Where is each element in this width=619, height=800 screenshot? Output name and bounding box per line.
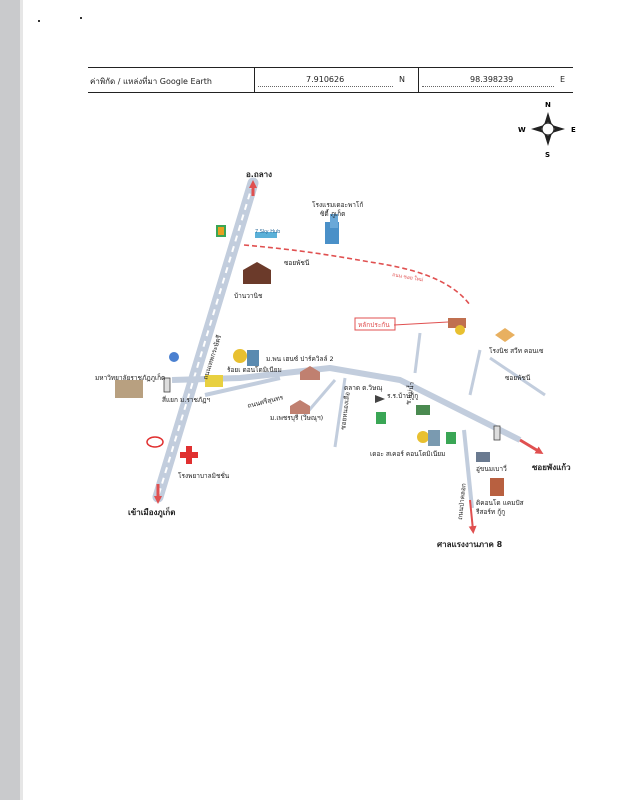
market-icon (375, 395, 385, 403)
longitude-direction: E (560, 75, 566, 84)
longitude-underline (422, 86, 554, 87)
compass-east-arrow (552, 125, 565, 133)
road-soi-pat (468, 349, 482, 396)
factory-icon (495, 328, 515, 342)
condo-building-icon (247, 350, 259, 366)
road-soi-pat-2 (489, 356, 546, 397)
latitude-value: 7.910626 (306, 75, 345, 84)
arrow-east (519, 438, 544, 455)
header-divider (418, 67, 419, 93)
latitude-underline (258, 86, 393, 87)
scan-margin-edge (20, 0, 23, 800)
pointer-line (393, 321, 449, 326)
hotel-label: โรงแรมเดอะพาโก้ (312, 201, 363, 209)
seven-eleven-icon-inner (218, 227, 224, 235)
cart-coin-icon (455, 325, 465, 335)
campus-label-2: รีสอร์ท กู้กู (475, 508, 505, 516)
poi-icons (115, 214, 515, 496)
project-label: หลักประกัน (358, 321, 390, 329)
campus-label: ดิคอนโด แคมปัส (476, 499, 524, 507)
traffic-light-icon-2 (493, 425, 501, 441)
condo2-building-icon (428, 430, 440, 446)
compass-rose: N S W E (518, 101, 576, 159)
sign-label: 7 Sky Hub (255, 229, 280, 235)
arrow-southeast (468, 499, 477, 534)
house-label: บ้านวานิช (234, 292, 263, 300)
traffic-light-icon (163, 377, 171, 393)
compass-west-arrow (531, 125, 544, 133)
dest-southeast-label: ศาลแรงงานภาค 8 (437, 540, 503, 549)
village-label: ม.เพชรบุรี (วิษณุฯ) (270, 414, 323, 422)
scan-speck (38, 20, 40, 22)
compass-n: N (545, 101, 551, 109)
road-soi-label-1: ซอยพัชนี (284, 259, 310, 267)
header-rule-top (88, 67, 573, 68)
hospital-icon (180, 446, 198, 464)
bank-icon (476, 452, 490, 462)
condo2-coin-icon (417, 431, 429, 443)
road-soi-label-5: ถนนป่าคลอก (456, 483, 468, 520)
bank-label: อู่ขนมเบาวี่ (476, 464, 507, 473)
compass-s: S (545, 151, 550, 159)
longitude-value: 98.398239 (470, 75, 514, 84)
intersection-label: สี่แยก ม.ราชภัฏฯ (162, 395, 211, 404)
road-pa-klok (462, 429, 474, 509)
school-label: ร.ร.บ้านกู้กู (387, 392, 418, 400)
header-rule-bottom (88, 92, 573, 93)
coordinate-label: ค่าพิกัด / แหล่งที่มา Google Earth (90, 77, 212, 86)
market-label: ตลาด ต.วิษณุ (344, 384, 382, 392)
village-house-icon (290, 400, 310, 414)
scan-speck (80, 17, 82, 19)
park-label: ม.พน เฮนซ์ ปาร์ควิลล์ 2 (266, 355, 334, 363)
hospital-label: โรงพยาบาลมิชชั่น (178, 471, 230, 480)
condo-coin-icon (233, 349, 247, 363)
house-icon (243, 262, 271, 284)
hotel-label-2: ซิตี้ ภูเก็ต (320, 209, 345, 218)
gas-station-icon (205, 375, 223, 387)
school-sign-icon (416, 405, 430, 415)
dest-south-label: เข้าเมืองภูเก็ต (128, 506, 175, 518)
compass-w: W (518, 126, 526, 134)
shell-station-icon (169, 352, 179, 362)
road-soi-label-3: ซ.แม่นํ้า (403, 381, 416, 406)
road-soi-nong (333, 377, 347, 448)
hotel-tower-icon (330, 214, 338, 228)
compass-north-arrow (544, 112, 552, 125)
road-soi-mae (413, 332, 422, 374)
coordinate-header: ค่าพิกัด / แหล่งที่มา Google Earth 7.910… (88, 67, 573, 93)
direction-arrows (154, 180, 544, 534)
dest-north-label: อ.ถลาง (246, 170, 272, 179)
toyota-logo-icon (146, 436, 164, 448)
road-surin-label: ถนนศรีสุนทร (247, 393, 285, 410)
university-label: มหาวิทยาลัยราชภัฏภูเก็ต (95, 373, 165, 382)
scan-margin (0, 0, 20, 800)
compass-south-arrow (544, 133, 552, 146)
condo1-label: ร้อยเ ดอนโดมิเนียม (227, 366, 282, 374)
compass-e: E (571, 126, 576, 134)
main-road (152, 177, 259, 503)
seven-eleven-icon (446, 432, 456, 444)
header-divider (254, 67, 255, 93)
sign-icon (255, 232, 277, 238)
compass-ring (541, 122, 555, 136)
park-house-icon (300, 366, 320, 380)
road-soi-label-2: ซอยพัชนี (505, 374, 531, 382)
project-label-box (354, 317, 396, 331)
road-branch (204, 376, 281, 397)
dest-east-label: ซอยพังแก้ว (532, 462, 571, 472)
factory-label: โรงนิช สวีท คอนเซ (489, 347, 544, 355)
latitude-direction: N (399, 75, 405, 84)
condo2-label: เดอะ สเคอร์ คอนโดมิเนียม (370, 450, 445, 458)
seven-eleven-icon (376, 412, 386, 424)
university-icon (115, 380, 143, 398)
dashed-new-road (243, 244, 471, 306)
campus-hotel-icon (490, 478, 504, 496)
